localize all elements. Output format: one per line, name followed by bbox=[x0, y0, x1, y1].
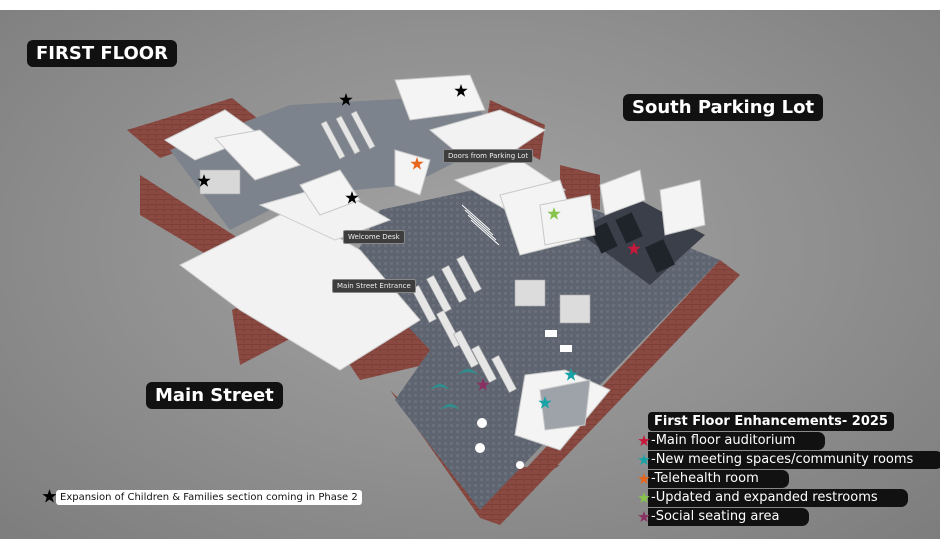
main-street-label: Main Street bbox=[146, 382, 283, 409]
star-icon bbox=[638, 491, 650, 503]
doors-from-parking-lot-tag: Doors from Parking Lot bbox=[443, 149, 534, 163]
star-icon bbox=[638, 472, 650, 484]
auditorium-seats bbox=[590, 212, 675, 273]
staircase bbox=[461, 204, 500, 246]
floor-plan-map: FIRST FLOOR South Parking Lot Main Stree… bbox=[0, 10, 940, 539]
legend-item-label: -Main floor auditorium bbox=[648, 432, 826, 450]
legend-items: -Main floor auditorium-New meeting space… bbox=[637, 432, 940, 527]
legend-item-label: -Social seating area bbox=[648, 508, 810, 526]
enhancements-legend: First Floor Enhancements- 2025 -Main flo… bbox=[637, 410, 940, 527]
legend-title: First Floor Enhancements- 2025 bbox=[648, 412, 894, 431]
legend-item: -New meeting spaces/community rooms bbox=[637, 451, 940, 470]
legend-item: -Main floor auditorium bbox=[637, 432, 894, 451]
legend-item-label: -New meeting spaces/community rooms bbox=[648, 451, 940, 469]
footnote-text: Expansion of Children & Families section… bbox=[56, 490, 362, 505]
star-icon bbox=[638, 434, 650, 446]
star-icon bbox=[638, 453, 650, 465]
welcome-desk-tag: Welcome Desk bbox=[343, 230, 405, 244]
children-wing-floor bbox=[170, 95, 500, 230]
main-street-entrance-tag: Main Street Entrance bbox=[332, 279, 416, 293]
south-parking-lot-label: South Parking Lot bbox=[623, 94, 824, 121]
legend-item: -Updated and expanded restrooms bbox=[637, 489, 908, 508]
bookshelves bbox=[199, 110, 591, 394]
social-seating bbox=[430, 369, 478, 410]
legend-item-label: -Telehealth room bbox=[648, 470, 789, 488]
legend-item-label: -Updated and expanded restrooms bbox=[648, 489, 908, 507]
interior-walls bbox=[213, 74, 706, 451]
page-title: FIRST FLOOR bbox=[27, 40, 177, 67]
tables bbox=[475, 330, 572, 469]
star-icon bbox=[638, 510, 650, 522]
floor-plan-illustration bbox=[127, 74, 740, 525]
legend-item: -Social seating area bbox=[637, 508, 894, 527]
legend-item: -Telehealth room bbox=[637, 470, 894, 489]
